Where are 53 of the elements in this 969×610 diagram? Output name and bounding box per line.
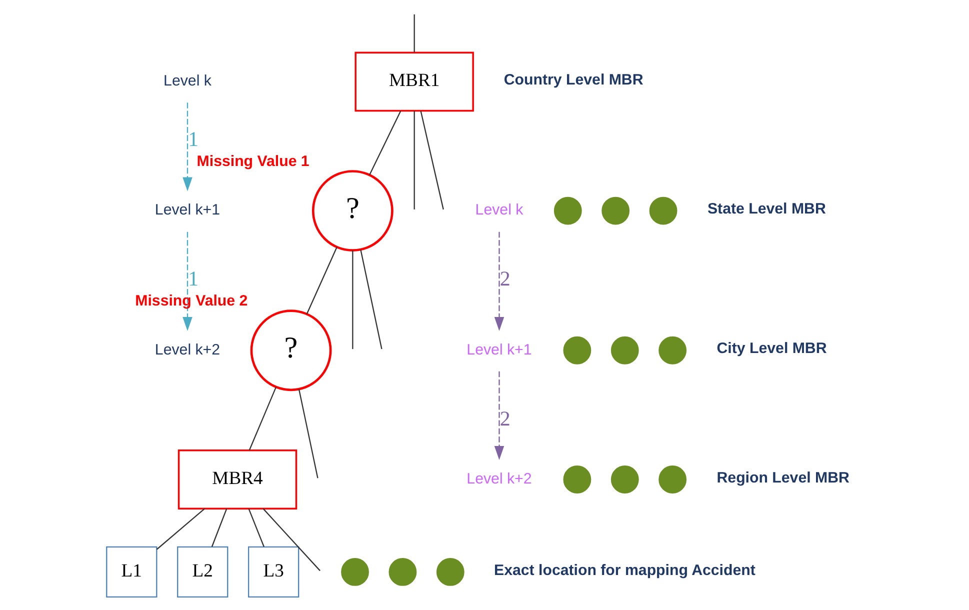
- connector: [262, 508, 320, 572]
- connector: [420, 110, 444, 210]
- node-circle: [562, 336, 591, 364]
- connector: [413, 110, 414, 210]
- node-circle: [601, 196, 630, 225]
- node-box: MBR1: [354, 52, 474, 112]
- label: State Level MBR: [706, 200, 826, 218]
- node-box: L2: [176, 546, 228, 598]
- node-box: MBR4: [177, 450, 297, 510]
- node-circle: [553, 196, 582, 225]
- node-circle: ?: [250, 310, 332, 392]
- connector: [298, 389, 318, 478]
- node-circle: ?: [311, 170, 393, 252]
- edge-label: 2: [499, 406, 510, 430]
- connector: [413, 14, 414, 52]
- connector: [306, 247, 337, 314]
- node-box: L1: [106, 546, 157, 598]
- node-box: L3: [247, 546, 299, 598]
- node-circle: [610, 336, 638, 364]
- connector: [368, 110, 401, 176]
- node-text: Level k+2: [154, 341, 220, 358]
- connector: [156, 508, 204, 550]
- edge-label: 2: [499, 266, 510, 291]
- node-circle: [388, 558, 416, 586]
- node-circle: [658, 336, 686, 364]
- node-text: Level k+2: [466, 470, 532, 488]
- node-text: Level k+1: [154, 202, 220, 219]
- node-circle: [436, 558, 464, 586]
- label: Country Level MBR: [503, 71, 643, 88]
- node-label: Missing Value 1: [196, 152, 309, 170]
- node-text: Level k: [474, 202, 523, 219]
- connector: [352, 250, 353, 350]
- node-circle: [610, 466, 638, 494]
- connector: [210, 508, 227, 547]
- label: Region Level MBR: [716, 469, 849, 486]
- node-circle: [658, 466, 686, 494]
- arrow: [494, 232, 504, 331]
- node-circle: [340, 558, 368, 586]
- node-text: Level k: [163, 72, 211, 90]
- node-label: Missing Value 2: [134, 292, 248, 310]
- arrow: [182, 232, 192, 331]
- arrow: [182, 102, 192, 192]
- connector: [248, 386, 276, 450]
- connector: [248, 508, 264, 547]
- edge-label: 1: [188, 266, 198, 291]
- node-circle: [562, 466, 591, 494]
- arrow: [494, 371, 504, 460]
- node-circle: [648, 196, 677, 225]
- edge-label: 1: [188, 127, 198, 152]
- label: Exact location for mapping Accident: [494, 562, 755, 579]
- label: City Level MBR: [716, 340, 826, 358]
- connector: [360, 250, 382, 350]
- node-text: Level k+1: [466, 341, 532, 358]
